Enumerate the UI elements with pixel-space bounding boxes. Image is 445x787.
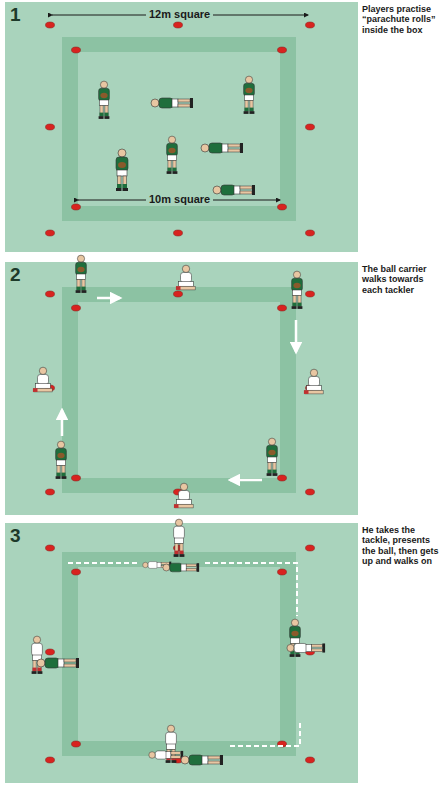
dimension-label: 12m square	[146, 8, 213, 20]
panel-number: 1	[10, 4, 21, 26]
dimension-label: 10m square	[146, 193, 213, 205]
panel-number: 3	[10, 525, 21, 547]
step-note: Players practise “parachute rolls” insid…	[362, 4, 442, 35]
step-note: The ball carrier walks towards each tack…	[362, 264, 442, 295]
panel-number: 2	[10, 264, 21, 286]
step-note: He takes the tackle, presents the ball, …	[362, 525, 442, 566]
